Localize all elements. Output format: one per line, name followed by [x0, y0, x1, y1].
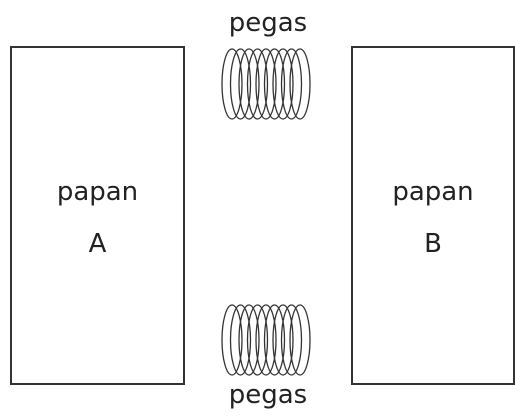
spring-coil — [263, 48, 286, 120]
board-b-letter: B — [424, 229, 442, 259]
spring-coil — [289, 48, 311, 120]
spring-bottom-icon — [221, 304, 311, 376]
spring-coil — [280, 304, 303, 376]
board-b: papan B — [351, 46, 515, 385]
spring-top-icon — [221, 48, 311, 120]
board-a-letter: A — [88, 229, 107, 259]
spring-coil — [229, 48, 252, 120]
spring-coil — [221, 48, 243, 120]
spring-coil — [255, 304, 277, 376]
spring-coil — [246, 304, 269, 376]
board-a-word: papan — [56, 177, 139, 207]
spring-coil — [238, 304, 260, 376]
board-b-word: papan — [392, 177, 474, 207]
spring-coil — [289, 304, 311, 376]
spring-coil — [272, 304, 294, 376]
board-a-label: papan A — [12, 166, 183, 270]
board-b-label: papan B — [353, 166, 513, 270]
spring-coil — [229, 304, 252, 376]
board-a: papan A — [10, 46, 185, 385]
spring-coil — [221, 304, 243, 376]
spring-coil — [246, 48, 269, 120]
spring-coil — [272, 48, 294, 120]
spring-coil — [238, 48, 260, 120]
spring-top-label: pegas — [228, 8, 308, 38]
spring-coil — [280, 48, 303, 120]
spring-coil — [255, 48, 277, 120]
spring-coil — [263, 304, 286, 376]
spring-bottom-label: pegas — [228, 380, 308, 410]
